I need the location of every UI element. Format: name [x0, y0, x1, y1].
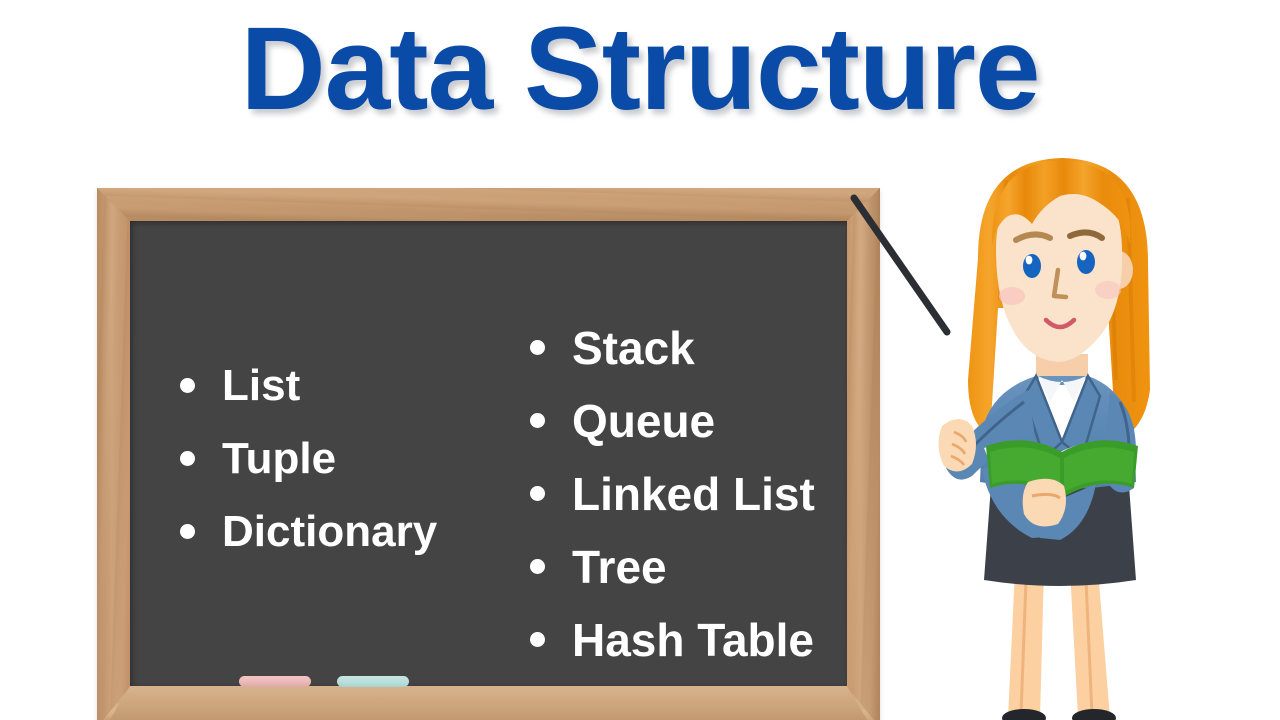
teacher-illustration	[920, 140, 1210, 720]
shoes	[1002, 709, 1116, 720]
nose	[1051, 267, 1069, 300]
list-item: Stack	[530, 311, 815, 384]
frame-left-rail	[97, 188, 130, 720]
bullet-icon	[530, 559, 545, 574]
cheek-right	[1095, 281, 1121, 299]
bullet-icon	[530, 340, 545, 355]
head	[996, 172, 1123, 362]
eye-right	[1077, 250, 1095, 274]
list-item: Tuple	[180, 422, 437, 495]
eyebrow-right	[1067, 229, 1105, 241]
shirt-collar	[1038, 376, 1086, 402]
list-item-label: Tree	[572, 540, 667, 593]
bullet-icon	[530, 486, 545, 501]
hair-fringe	[991, 160, 1131, 246]
list-item: List	[180, 349, 437, 422]
page-title: Data Structure	[240, 3, 1040, 135]
pointer-hand	[938, 419, 976, 472]
list-item-label: Queue	[572, 394, 716, 447]
eye-left	[1023, 254, 1041, 278]
blackboard: List Tuple Dictionary Stack Q	[97, 188, 880, 720]
legs	[1008, 570, 1110, 718]
cheek-left	[999, 287, 1025, 305]
list-item: Hash Table	[530, 603, 815, 676]
right-topic-list: Stack Queue Linked List Tree Hash Table	[530, 311, 815, 676]
pink-chalk	[239, 676, 311, 687]
frame-right-rail	[847, 188, 880, 720]
list-item-label: Linked List	[572, 467, 815, 520]
bullet-icon	[180, 451, 195, 466]
list-item: Linked List	[530, 457, 815, 530]
bullet-icon	[180, 378, 195, 393]
book-hand	[1022, 478, 1066, 527]
list-item-label: List	[222, 360, 301, 410]
face	[991, 160, 1133, 362]
mouth	[1043, 317, 1077, 330]
list-item-label: Hash Table	[572, 613, 814, 666]
frame-top-rail	[97, 188, 880, 221]
list-item: Dictionary	[180, 495, 437, 568]
list-item: Tree	[530, 530, 815, 603]
eyebrow-left	[1013, 231, 1053, 243]
wood-grain-texture	[97, 188, 130, 720]
bullet-icon	[530, 632, 545, 647]
blackboard-surface: List Tuple Dictionary Stack Q	[130, 221, 847, 686]
chalk-ledge	[105, 686, 872, 720]
wood-grain-texture	[97, 188, 880, 221]
list-item: Queue	[530, 384, 815, 457]
list-item-label: Stack	[572, 321, 695, 374]
bullet-icon	[180, 524, 195, 539]
list-item-label: Dictionary	[222, 506, 438, 556]
bullet-icon	[530, 413, 545, 428]
left-topic-list: List Tuple Dictionary	[180, 349, 437, 568]
list-item-label: Tuple	[222, 433, 337, 483]
blue-chalk	[337, 676, 409, 687]
wood-grain-texture	[847, 188, 880, 720]
